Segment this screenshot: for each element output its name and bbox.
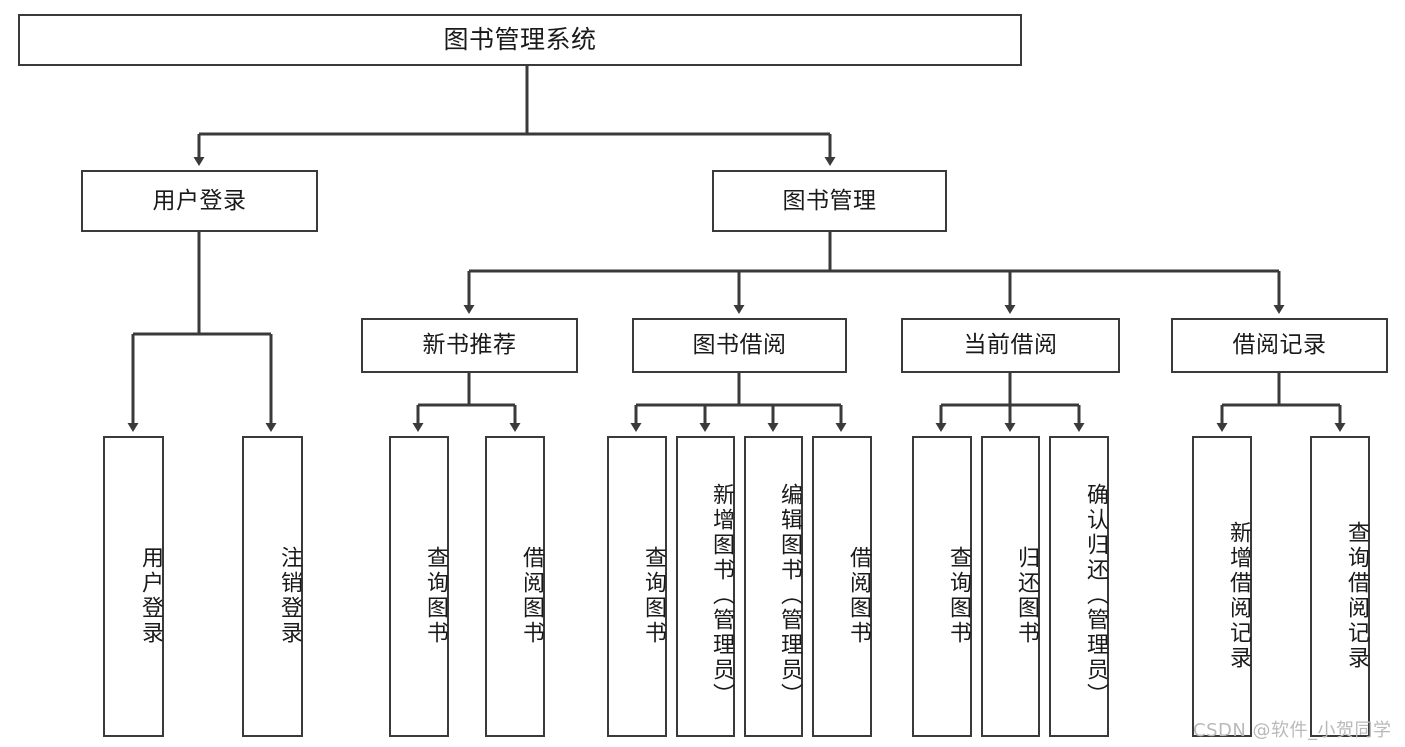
leaf-borrow-book-recommend[interactable]: 借阅图书 <box>485 436 545 737</box>
node-current-borrow[interactable]: 当前借阅 <box>901 318 1120 373</box>
node-label: 归还图书 <box>1014 545 1039 646</box>
node-label: 用户登录 <box>138 545 163 646</box>
leaf-query-book-borrow[interactable]: 查询图书 <box>607 436 667 737</box>
node-book-management[interactable]: 图书管理 <box>712 170 947 232</box>
node-label: 新增借阅记录 <box>1226 520 1251 671</box>
node-label: 用户登录 <box>152 187 247 214</box>
node-new-book-recommend[interactable]: 新书推荐 <box>361 318 578 373</box>
leaf-query-book-current[interactable]: 查询图书 <box>912 436 972 737</box>
node-label: 查询图书 <box>641 545 666 646</box>
watermark-text: CSDN @软件_小贺同学 <box>1193 720 1392 741</box>
node-label: 新书推荐 <box>422 332 517 359</box>
node-label: 新增图书（管理员） <box>709 483 734 708</box>
node-label: 编辑图书（管理员） <box>777 483 802 708</box>
node-label: 查询图书 <box>423 545 448 646</box>
node-label: 图书借阅 <box>692 332 787 359</box>
leaf-query-book-recommend[interactable]: 查询图书 <box>389 436 449 737</box>
node-label: 图书管理系统 <box>443 24 597 54</box>
leaf-add-borrow-record[interactable]: 新增借阅记录 <box>1192 436 1252 737</box>
node-label: 确认归还（管理员） <box>1083 483 1108 708</box>
node-book-borrow[interactable]: 图书借阅 <box>632 318 847 373</box>
node-borrow-record[interactable]: 借阅记录 <box>1171 318 1388 373</box>
leaf-logout[interactable]: 注销登录 <box>242 436 303 737</box>
node-label: 借阅图书 <box>519 545 544 646</box>
leaf-borrow-book[interactable]: 借阅图书 <box>812 436 872 737</box>
leaf-user-login[interactable]: 用户登录 <box>103 436 164 737</box>
node-label: 借阅图书 <box>846 545 871 646</box>
leaf-query-borrow-record[interactable]: 查询借阅记录 <box>1310 436 1370 737</box>
node-root-system[interactable]: 图书管理系统 <box>18 14 1022 66</box>
leaf-edit-book-admin[interactable]: 编辑图书（管理员） <box>744 436 803 737</box>
node-label: 当前借阅 <box>963 332 1058 359</box>
node-label: 借阅记录 <box>1232 332 1327 359</box>
node-label: 注销登录 <box>277 545 302 646</box>
node-label: 查询借阅记录 <box>1344 520 1369 671</box>
leaf-confirm-return-admin[interactable]: 确认归还（管理员） <box>1049 436 1109 737</box>
leaf-add-book-admin[interactable]: 新增图书（管理员） <box>676 436 735 737</box>
node-label: 图书管理 <box>782 187 877 214</box>
node-label: 查询图书 <box>946 545 971 646</box>
node-user-login[interactable]: 用户登录 <box>81 170 318 232</box>
leaf-return-book[interactable]: 归还图书 <box>981 436 1040 737</box>
